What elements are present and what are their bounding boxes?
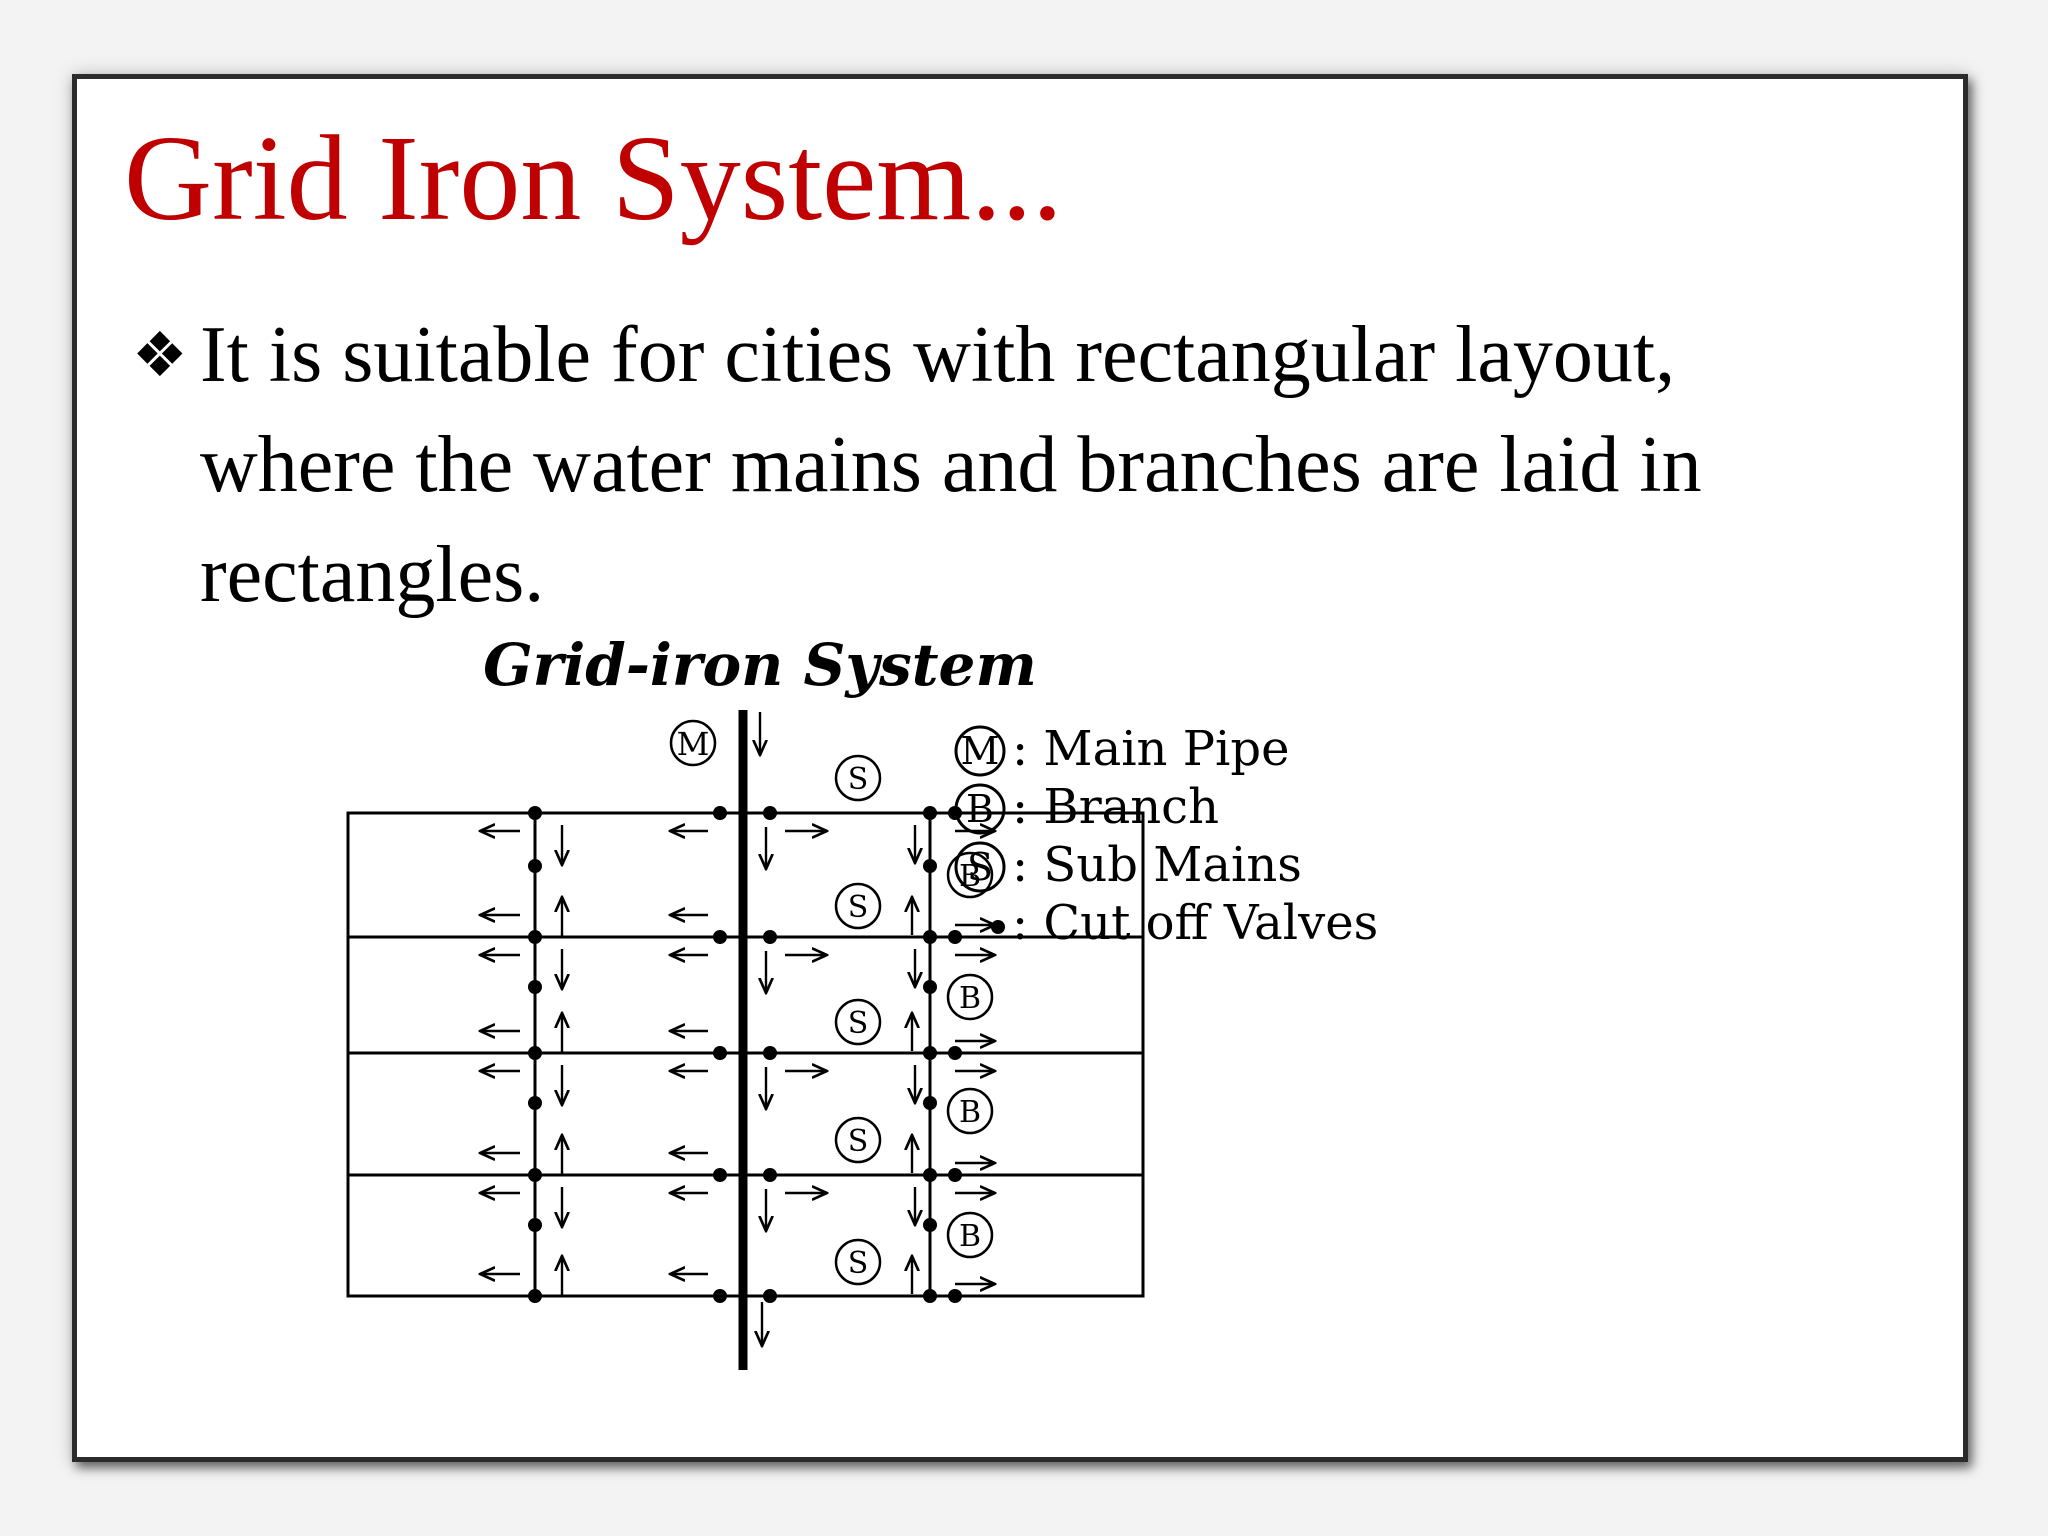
valve-dot	[528, 1046, 542, 1060]
valve-dot	[763, 1168, 777, 1182]
valve-dot	[923, 930, 937, 944]
legend-symbol: B	[966, 787, 994, 831]
diamond-bullet-icon: ❖	[132, 318, 188, 391]
valve-dot	[948, 1046, 962, 1060]
branch-marker-label: B	[959, 981, 981, 1016]
cut-off-valves	[528, 806, 962, 1303]
main-marker: M	[669, 719, 717, 767]
sub-main-marker-label: S	[848, 762, 869, 797]
slide-title: Grid Iron System...	[124, 111, 1063, 246]
valve-dot	[528, 930, 542, 944]
valve-dot	[528, 1218, 542, 1232]
valve-dot	[948, 1168, 962, 1182]
legend-symbol: S	[967, 845, 993, 889]
branch-marker: B	[946, 1087, 994, 1135]
valve-dot	[923, 1046, 937, 1060]
bullet-text: It is suitable for cities with rectangul…	[200, 311, 1702, 619]
legend-label: : Sub Mains	[1012, 837, 1302, 893]
sub-main-marker-label: S	[848, 890, 869, 925]
valve-dot	[923, 1289, 937, 1303]
slide-frame	[72, 74, 1968, 1462]
legend-item: M : Main Pipe	[954, 721, 1290, 777]
sub-main-marker-label: S	[848, 1006, 869, 1041]
valve-dot	[763, 930, 777, 944]
valve-dot	[923, 859, 937, 873]
sub-main-marker-label: S	[848, 1246, 869, 1281]
legend-item: B : Branch	[954, 779, 1219, 835]
valve-dot	[713, 1046, 727, 1060]
legend-symbol: M	[961, 729, 1000, 773]
valve-dot	[528, 806, 542, 820]
legend-valve-dot	[991, 920, 1005, 934]
valve-dot	[528, 980, 542, 994]
valve-dot	[923, 806, 937, 820]
valve-dot	[923, 980, 937, 994]
valve-dot	[763, 1289, 777, 1303]
valve-dot	[923, 1096, 937, 1110]
valve-dot	[528, 859, 542, 873]
sub-main-marker: S	[834, 882, 882, 930]
sub-main-marker: S	[834, 1238, 882, 1286]
sub-main-marker: S	[834, 754, 882, 802]
sub-main-marker: S	[834, 998, 882, 1046]
main-marker-label: M	[677, 725, 710, 763]
sub-main-marker-label: S	[848, 1124, 869, 1159]
valve-dot	[528, 1168, 542, 1182]
valve-dot	[763, 1046, 777, 1060]
valve-dot	[713, 930, 727, 944]
valve-dot	[713, 1289, 727, 1303]
valve-dot	[948, 1289, 962, 1303]
bullet-item: ❖ It is suitable for cities with rectang…	[132, 300, 1932, 630]
legend-label: : Cut off Valves	[1012, 895, 1378, 951]
legend-label: : Branch	[1012, 779, 1219, 835]
legend-item: : Cut off Valves	[991, 895, 1378, 951]
branch-marker-label: B	[959, 1095, 981, 1130]
valve-dot	[713, 1168, 727, 1182]
valve-dot	[763, 806, 777, 820]
valve-dot	[923, 1218, 937, 1232]
valve-dot	[948, 930, 962, 944]
flow-arrows	[480, 712, 995, 1346]
sub-main-markers: S S S S S	[834, 754, 882, 1286]
branch-marker: B	[946, 1211, 994, 1259]
valve-dot	[528, 1289, 542, 1303]
valve-dot	[713, 806, 727, 820]
branch-marker: B	[946, 973, 994, 1021]
branch-marker-label: B	[959, 1219, 981, 1254]
valve-dot	[923, 1168, 937, 1182]
legend-item: S : Sub Mains	[954, 837, 1302, 893]
diagram-title: Grid-iron System	[483, 631, 1037, 699]
legend-label: : Main Pipe	[1012, 721, 1290, 777]
valve-dot	[528, 1096, 542, 1110]
grid-iron-diagram: Grid-iron System M S S S S S B B B B M : Main Pi…	[346, 631, 1378, 1370]
sub-main-marker: S	[834, 1116, 882, 1164]
